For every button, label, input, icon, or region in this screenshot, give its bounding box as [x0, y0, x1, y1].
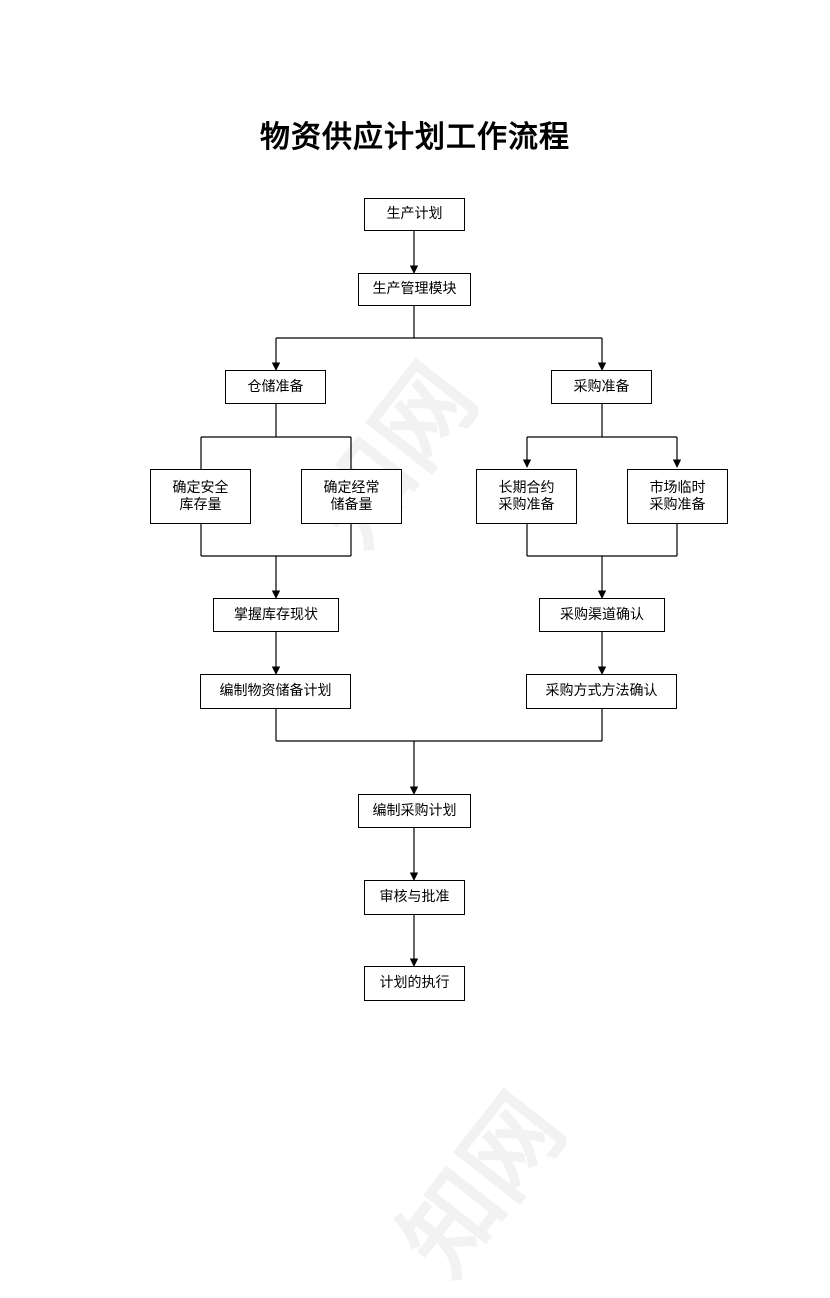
node-purchase-prep: 采购准备 [551, 370, 652, 404]
flow-connectors [200, 231, 682, 967]
node-safety-stock-line2: 库存量 [179, 496, 222, 513]
node-regular-reserve: 确定经常 储备量 [301, 469, 402, 524]
node-regular-reserve-line1: 确定经常 [323, 479, 380, 496]
node-market-temporary: 市场临时 采购准备 [627, 469, 728, 524]
node-review-approve: 审核与批准 [364, 880, 465, 915]
node-long-term-contract-line2: 采购准备 [498, 496, 555, 513]
node-safety-stock: 确定安全 库存量 [150, 469, 251, 524]
node-market-temporary-line2: 采购准备 [649, 496, 706, 513]
node-channel-confirm: 采购渠道确认 [539, 598, 665, 632]
node-reserve-plan: 编制物资储备计划 [200, 674, 351, 709]
node-plan-execute: 计划的执行 [364, 966, 465, 1001]
node-inventory-status: 掌握库存现状 [213, 598, 339, 632]
node-regular-reserve-line2: 储备量 [330, 496, 373, 513]
page-title: 物资供应计划工作流程 [260, 120, 570, 155]
node-long-term-contract-line1: 长期合约 [498, 479, 555, 496]
node-production-plan: 生产计划 [364, 198, 465, 231]
node-safety-stock-line1: 确定安全 [172, 479, 229, 496]
node-purchase-plan: 编制采购计划 [358, 794, 471, 828]
node-production-module: 生产管理模块 [358, 273, 471, 306]
node-market-temporary-line1: 市场临时 [649, 479, 706, 496]
node-warehouse-prep: 仓储准备 [225, 370, 326, 404]
node-method-confirm: 采购方式方法确认 [526, 674, 677, 709]
node-long-term-contract: 长期合约 采购准备 [476, 469, 577, 524]
